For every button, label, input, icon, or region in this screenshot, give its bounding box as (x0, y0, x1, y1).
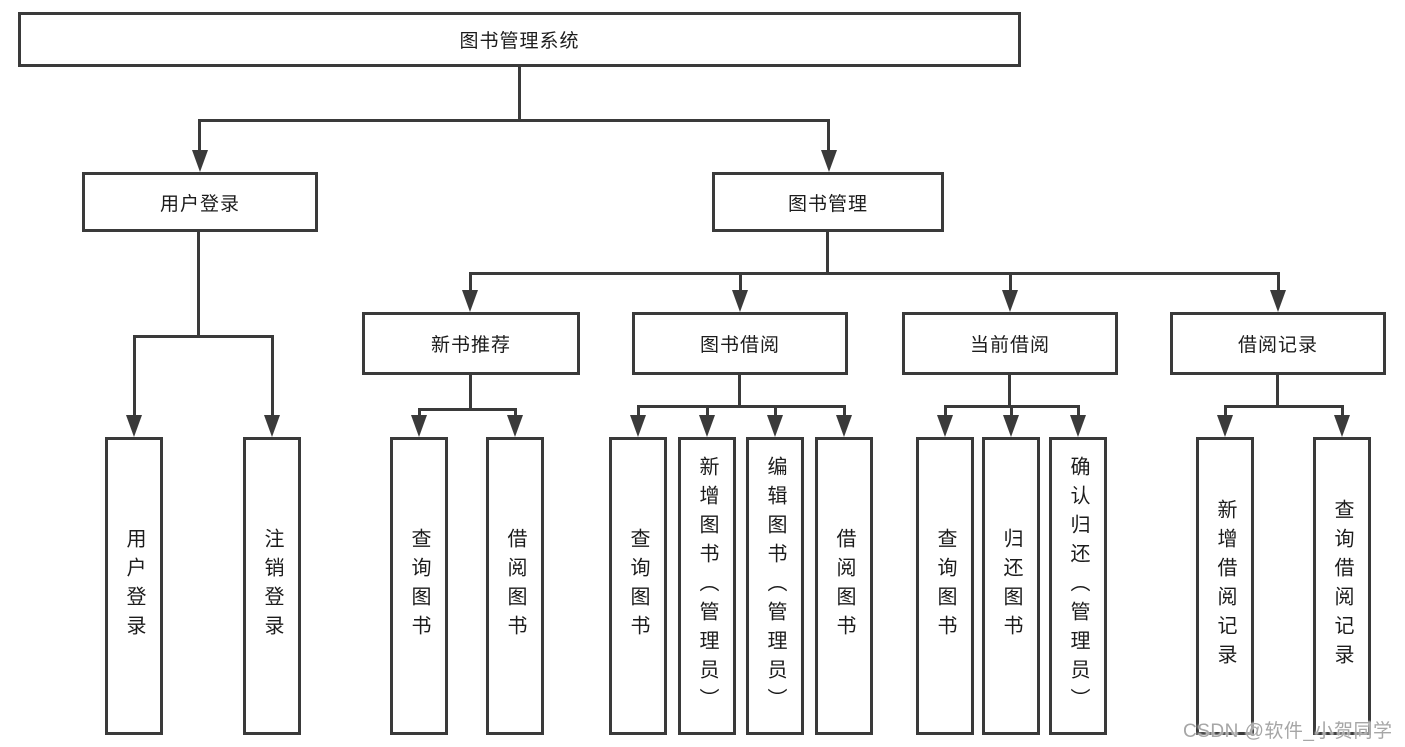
leaf-user-login: 用户登录 (105, 437, 163, 735)
leaf-records-add: 新增借阅记录 (1196, 437, 1254, 735)
arrowhead-down-icon (937, 415, 953, 437)
leaf-label: 查询图书 (408, 528, 430, 644)
node-user-login-label: 用户登录 (159, 193, 240, 215)
arrowhead-down-icon (1270, 290, 1286, 312)
arrowhead-down-icon (411, 415, 427, 437)
connector-line (133, 335, 136, 416)
leaf-label: 查询图书 (627, 528, 649, 644)
node-current-borrow-label: 当前借阅 (969, 335, 1050, 356)
connector-line (1077, 405, 1080, 417)
connector-line (774, 405, 777, 417)
arrowhead-down-icon (126, 415, 142, 437)
leaf-borrow-book: 借阅图书 (815, 437, 873, 735)
arrowhead-down-icon (836, 415, 852, 437)
connector-line (1341, 405, 1344, 417)
leaf-label: 编辑图书（管理员） (764, 455, 786, 717)
leaf-label: 查询图书 (934, 528, 956, 644)
connector-line (418, 408, 517, 411)
arrowhead-down-icon (462, 290, 478, 312)
connector-line (1009, 272, 1012, 291)
node-borrow-records-label: 借阅记录 (1237, 335, 1318, 356)
connector-line (198, 119, 830, 122)
connector-line (637, 405, 640, 417)
leaf-label: 新增图书（管理员） (696, 455, 718, 717)
connector-line (827, 119, 830, 153)
leaf-label: 查询借阅记录 (1331, 499, 1353, 673)
node-root-label: 图书管理系统 (459, 31, 580, 52)
connector-line (1010, 405, 1013, 417)
connector-line (1224, 405, 1227, 417)
leaf-current-query: 查询图书 (916, 437, 974, 735)
leaf-borrow-add-admin: 新增图书（管理员） (678, 437, 736, 735)
connector-line (469, 272, 472, 291)
arrowhead-down-icon (192, 150, 208, 172)
leaf-label: 新增借阅记录 (1214, 499, 1236, 673)
leaf-label: 确认归还（管理员） (1067, 455, 1089, 717)
leaf-records-query: 查询借阅记录 (1313, 437, 1371, 735)
node-book-borrow-label: 图书借阅 (699, 335, 780, 356)
arrowhead-down-icon (1002, 290, 1018, 312)
leaf-label: 借阅图书 (833, 528, 855, 644)
node-new-books: 新书推荐 (362, 312, 580, 375)
arrowhead-down-icon (699, 415, 715, 437)
arrowhead-down-icon (1334, 415, 1350, 437)
leaf-label: 用户登录 (123, 528, 145, 644)
leaf-current-return: 归还图书 (982, 437, 1040, 735)
node-book-borrow: 图书借阅 (632, 312, 848, 375)
connector-line (738, 375, 741, 405)
leaf-label: 归还图书 (1000, 528, 1022, 644)
node-current-borrow: 当前借阅 (902, 312, 1118, 375)
arrowhead-down-icon (264, 415, 280, 437)
leaf-logout: 注销登录 (243, 437, 301, 735)
node-book-management: 图书管理 (712, 172, 944, 232)
arrowhead-down-icon (1003, 415, 1019, 437)
arrowhead-down-icon (821, 150, 837, 172)
arrowhead-down-icon (732, 290, 748, 312)
connector-line (1276, 375, 1279, 405)
connector-line (706, 405, 709, 417)
leaf-newbooks-query: 查询图书 (390, 437, 448, 735)
leaf-label: 借阅图书 (504, 528, 526, 644)
connector-line (826, 232, 829, 272)
connector-line (469, 375, 472, 408)
connector-line (198, 119, 201, 153)
leaf-current-confirm-admin: 确认归还（管理员） (1049, 437, 1107, 735)
connector-line (637, 405, 846, 408)
connector-line (418, 408, 421, 417)
connector-line (197, 232, 200, 335)
leaf-label: 注销登录 (261, 528, 283, 644)
connector-line (518, 67, 521, 119)
connector-line (739, 272, 742, 291)
connector-line (1008, 375, 1011, 405)
node-user-login: 用户登录 (82, 172, 318, 232)
node-new-books-label: 新书推荐 (430, 335, 511, 356)
node-root: 图书管理系统 (18, 12, 1021, 67)
connector-line (1277, 272, 1280, 291)
connector-line (843, 405, 846, 417)
connector-line (944, 405, 947, 417)
node-book-management-label: 图书管理 (787, 193, 868, 215)
arrowhead-down-icon (1070, 415, 1086, 437)
connector-line (469, 272, 1280, 275)
leaf-borrow-query: 查询图书 (609, 437, 667, 735)
connector-line (271, 335, 274, 416)
arrowhead-down-icon (507, 415, 523, 437)
connector-line (1224, 405, 1344, 408)
leaf-borrow-edit-admin: 编辑图书（管理员） (746, 437, 804, 735)
node-borrow-records: 借阅记录 (1170, 312, 1386, 375)
connector-line (514, 408, 517, 417)
connector-line (133, 335, 274, 338)
arrowhead-down-icon (767, 415, 783, 437)
leaf-newbooks-borrow: 借阅图书 (486, 437, 544, 735)
arrowhead-down-icon (630, 415, 646, 437)
arrowhead-down-icon (1217, 415, 1233, 437)
csdn-watermark: CSDN @软件_小贺同学 (1183, 721, 1393, 742)
